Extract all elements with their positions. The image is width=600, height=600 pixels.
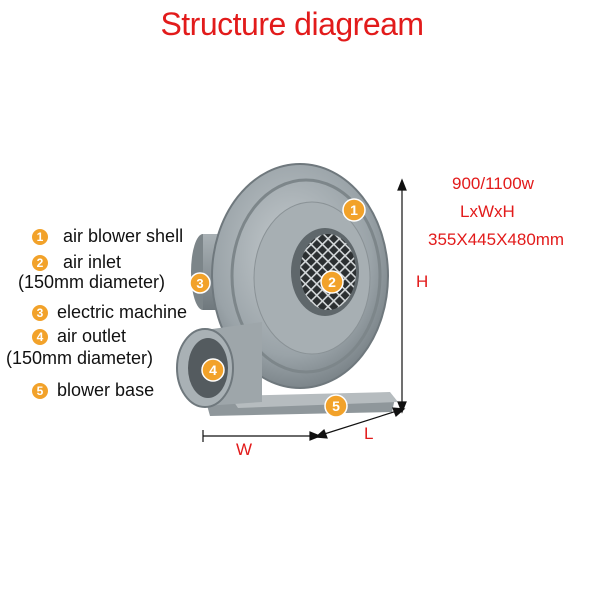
legend-badge: 2 bbox=[32, 255, 48, 271]
legend-item-base: 5 blower base bbox=[32, 380, 154, 401]
legend-note-inlet: (150mm diameter) bbox=[18, 272, 166, 292]
callout-2: 2 bbox=[320, 270, 344, 294]
dimension-w-label: W bbox=[236, 440, 253, 459]
legend-label: air outlet bbox=[57, 326, 127, 346]
dimension-h-line bbox=[397, 178, 407, 414]
callout-2-number: 2 bbox=[328, 274, 336, 290]
diagram-title: Structure diagream bbox=[160, 6, 424, 42]
callout-1: 1 bbox=[342, 198, 366, 222]
legend-label: electric machine bbox=[57, 302, 188, 322]
legend-badge: 3 bbox=[32, 305, 48, 321]
blower-shell-rim bbox=[230, 178, 382, 374]
legend-item-inlet: 2 air inlet bbox=[32, 252, 121, 273]
callout-3-number: 3 bbox=[196, 276, 203, 291]
callout-3: 3 bbox=[189, 272, 211, 294]
callout-4: 4 bbox=[201, 358, 225, 382]
legend-badge: 4 bbox=[32, 329, 48, 345]
callout-4-number: 4 bbox=[209, 362, 217, 378]
callout-5-number: 5 bbox=[332, 398, 340, 414]
legend-badge: 1 bbox=[32, 229, 48, 245]
legend-note-outlet: (150mm diameter) bbox=[6, 348, 154, 368]
legend-label: air blower shell bbox=[63, 226, 184, 246]
spec-power: 900/1100w bbox=[452, 174, 534, 193]
legend-item-outlet: 4 air outlet bbox=[32, 326, 126, 347]
callout-1-number: 1 bbox=[350, 202, 358, 218]
blower-base-top bbox=[230, 392, 398, 408]
spec-dims-value: 355X445X480mm bbox=[428, 230, 565, 249]
legend-badge: 5 bbox=[32, 383, 48, 399]
dimension-l-label: L bbox=[364, 424, 374, 443]
dimension-w-line bbox=[202, 430, 322, 442]
dimension-h-label: H bbox=[416, 272, 429, 291]
legend-item-shell: 1 air blower shell bbox=[32, 226, 183, 247]
callout-5: 5 bbox=[324, 394, 348, 418]
spec-dims-label: LxWxH bbox=[460, 202, 515, 221]
dimension-l-line bbox=[314, 407, 406, 439]
legend-label: blower base bbox=[57, 380, 155, 400]
legend-label: air inlet bbox=[63, 252, 122, 272]
legend-item-motor: 3 electric machine bbox=[32, 302, 187, 323]
